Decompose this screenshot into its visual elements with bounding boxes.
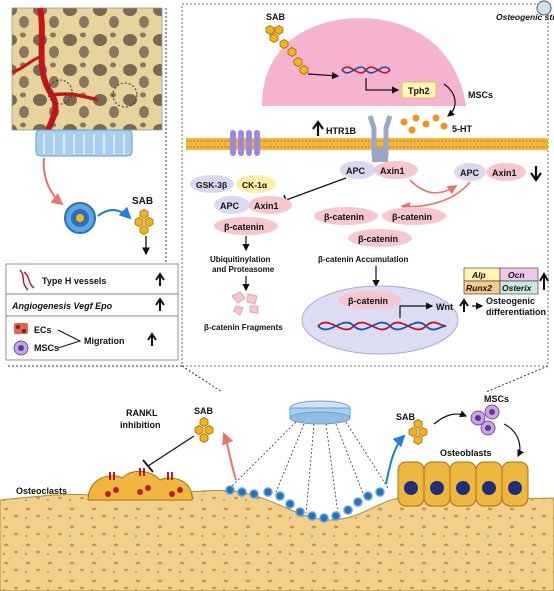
beta-catenin-accumulation: β-catenin β-catenin β-catenin xyxy=(314,207,446,247)
scaffold-icon xyxy=(35,129,133,157)
apc-axin1-complex: APC Axin1 xyxy=(340,161,418,179)
rankl-label-2: inhibition xyxy=(120,420,161,430)
dna-strand-icon xyxy=(317,321,447,331)
osteoblasts-label: Osteoblasts xyxy=(440,448,492,458)
beta-catenin-label: β-catenin xyxy=(392,212,432,222)
htr1b-receptor-icon xyxy=(367,115,393,162)
sab-label-left: SAB xyxy=(132,196,153,207)
tph2-label: Tph2 xyxy=(408,86,430,96)
rankl-label-1: RANKL xyxy=(126,408,158,418)
ecs-label: ECs xyxy=(34,325,52,335)
fragments-icon xyxy=(231,291,259,316)
blood-vessel xyxy=(37,7,59,132)
axin1-label: Axin1 xyxy=(492,168,517,178)
osteoblast-layer xyxy=(397,461,529,507)
sab-label-bottom-left: SAB xyxy=(194,406,214,416)
beta-catenin-label: β-catenin xyxy=(358,234,398,244)
htr1b-label: HTR1B xyxy=(326,126,357,136)
apc-label: APC xyxy=(346,166,366,176)
nanoparticles-row xyxy=(225,485,385,523)
gene-alp: Alp xyxy=(471,270,486,280)
beta-catenin-label: β-catenin xyxy=(224,222,264,232)
up-arrow-icon xyxy=(312,120,324,136)
angiogenesis-label: Angiogenesis Vegf Epo xyxy=(11,301,113,311)
up-arrow-icon xyxy=(155,297,165,311)
tph2-box xyxy=(401,81,437,99)
sab-molecule-icon xyxy=(135,210,153,235)
fragments-label: β-catenin Fragments xyxy=(204,323,283,332)
type-h-vessels-label: Type H vessels xyxy=(42,276,106,286)
down-arrow-icon xyxy=(530,166,542,182)
osteoclasts-label: Osteoclasts xyxy=(16,486,67,496)
osteoclast-cluster xyxy=(87,468,193,501)
mscs-label-top: MSCs xyxy=(468,90,493,100)
axin1-label: Axin1 xyxy=(254,201,279,211)
ck1a-label: CK-1α xyxy=(242,180,268,190)
migration-label: Migration xyxy=(84,336,125,346)
accumulation-label: β-catenin Accumulation xyxy=(318,255,408,264)
gsk3b-label: GSK-3β xyxy=(196,180,227,190)
stimulation-icon xyxy=(536,0,552,16)
up-arrow-icon xyxy=(147,332,157,346)
gene-ocn: Ocn xyxy=(508,270,525,280)
sab-label-bottom-right: SAB xyxy=(396,412,416,422)
apc-label: APC xyxy=(220,201,240,211)
ec-cell-icon xyxy=(14,323,28,334)
sab-release-arrow xyxy=(97,206,132,220)
gene-osterix: Osterix xyxy=(502,283,533,293)
mscs-label-bottom: MSCs xyxy=(484,394,509,404)
osteogenic-label-1: Osteogenic xyxy=(486,296,535,306)
sab-molecule-icon xyxy=(195,418,213,443)
beta-catenin-label: β-catenin xyxy=(324,212,364,222)
dna-helix-icon xyxy=(341,66,391,74)
mscs-label-left: MSCs xyxy=(34,343,59,353)
gene-markers: Alp Ocn Runx2 Osterix xyxy=(463,267,549,295)
osteogenic-label-2: differentiation xyxy=(486,307,546,317)
sab-molecule-icon xyxy=(409,420,427,445)
gene-runx2: Runx2 xyxy=(466,283,492,293)
serotonin-label: 5-HT xyxy=(452,124,473,134)
up-arrow-icon xyxy=(459,298,469,312)
axin1-label: Axin1 xyxy=(380,166,405,176)
serotonin-particles xyxy=(400,114,448,134)
destruction-complex: GSK-3β CK-1α APC Axin1 β-catenin xyxy=(190,175,292,235)
apc-axin1-reduced: APC Axin1 xyxy=(454,163,542,182)
up-arrow-icon xyxy=(155,272,165,286)
osteogenic-stimulation-label: Osteogenic stimulation xyxy=(496,12,554,22)
msc-cluster-icon xyxy=(470,404,500,436)
effects-table: Type H vessels Angiogenesis Vegf Epo ECs… xyxy=(5,263,179,361)
apc-label: APC xyxy=(460,168,480,178)
bone-tissue-illustration xyxy=(11,7,163,132)
release-arrow xyxy=(42,157,64,206)
ubiquitin-label-2: and Proteasome xyxy=(212,265,275,274)
up-arrow-icon xyxy=(539,271,549,290)
beta-catenin-label: β-catenin xyxy=(348,296,388,306)
sab-label-top: SAB xyxy=(266,12,286,22)
frizzled-receptor-icon xyxy=(230,130,260,156)
scaffold-icon xyxy=(289,400,351,425)
ubiquitin-label-1: Ubiquitinylation xyxy=(210,255,271,264)
wnt-label: Wnt xyxy=(436,302,453,312)
nanoparticle-icon xyxy=(64,202,96,234)
type-h-vessel-icon xyxy=(19,269,35,291)
